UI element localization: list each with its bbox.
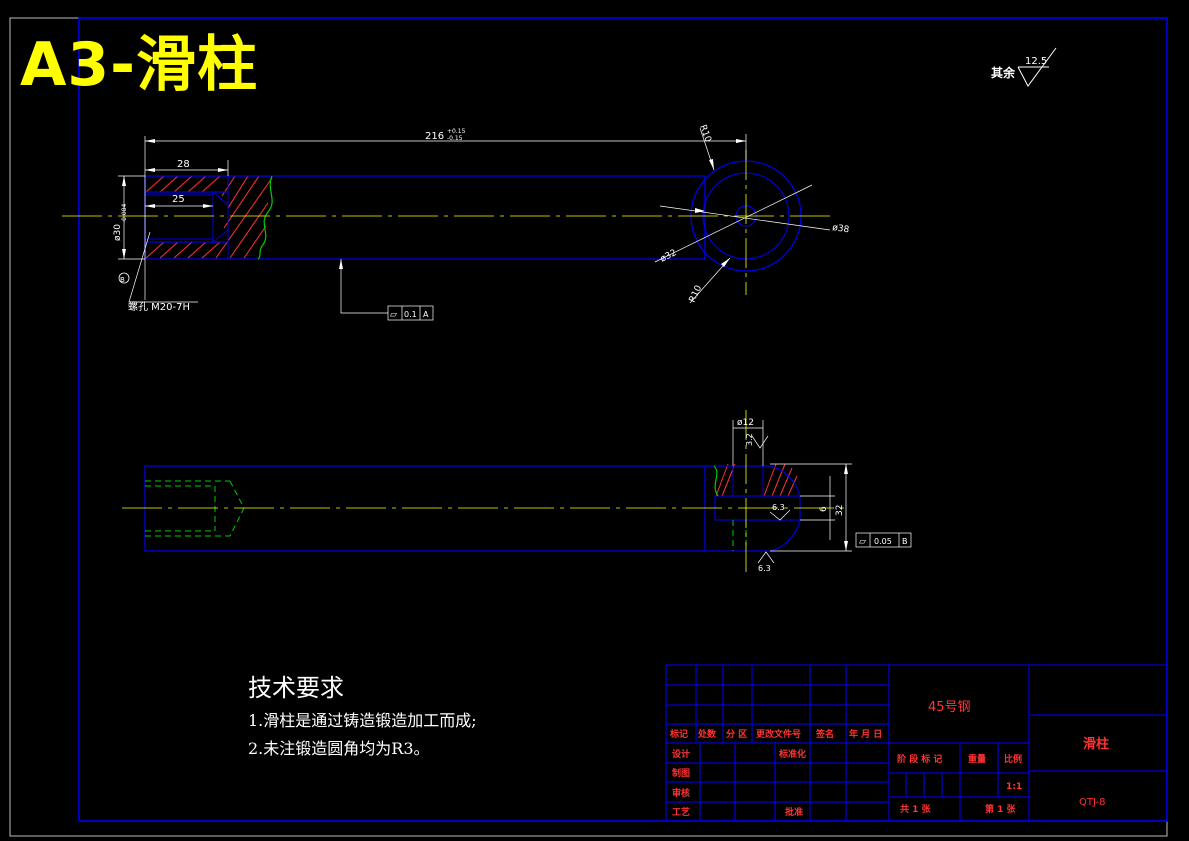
dim-width-6: 6 bbox=[819, 506, 829, 512]
dim-hole-dia: ø12 bbox=[737, 418, 754, 428]
tb-material: 45号钢 bbox=[928, 700, 971, 715]
title-block bbox=[665, 664, 1168, 822]
general-roughness-note: 其余 12.5 bbox=[991, 47, 1057, 87]
dim-shaft-dia: ø30 bbox=[113, 224, 123, 241]
roughness-value: 12.5 bbox=[1025, 56, 1047, 67]
dim-height-32: 32 bbox=[835, 505, 845, 516]
tb-part-name: 滑柱 bbox=[1083, 736, 1109, 752]
dim-drill-depth: 25 bbox=[172, 194, 185, 205]
tb-sheet-no: 第 1 张 bbox=[985, 803, 1017, 815]
top-view: 216 +0.15 -0.15 28 25 ø30 -0.084 B 螺孔 M2… bbox=[62, 124, 850, 321]
tb-drawing-no: QTJ-8 bbox=[1079, 797, 1106, 808]
roughness-top: 3.2 bbox=[745, 433, 754, 446]
section-hatch-top bbox=[145, 175, 273, 259]
tol-symbol-top: ⏥ bbox=[390, 310, 397, 320]
tol-datum-bottom: B bbox=[902, 537, 908, 546]
drawing-title: A3-滑柱 bbox=[20, 30, 259, 100]
thread-spec: 螺孔 M20-7H bbox=[128, 301, 190, 313]
tb-scale-label: 比例 bbox=[1004, 753, 1022, 765]
tol-value-bottom: 0.05 bbox=[874, 537, 892, 546]
tech-requirements-heading: 技术要求 bbox=[248, 674, 344, 702]
tolerance-frame-bottom: ⏥ 0.05 B bbox=[855, 532, 912, 548]
tb-standardize: 标准化 bbox=[778, 748, 806, 760]
roughness-bottom: 6.3 bbox=[758, 564, 771, 573]
tol-value-top: 0.1 bbox=[404, 310, 417, 319]
tb-scale-value: 1:1 bbox=[1006, 782, 1022, 792]
tb-mark: 标记 bbox=[669, 728, 688, 740]
tb-date: 年 月 日 bbox=[849, 728, 882, 740]
tb-review: 审核 bbox=[672, 787, 690, 799]
tech-requirement-1: 1.滑柱是通过铸造锻造加工而成; bbox=[248, 711, 477, 730]
drawing-border bbox=[78, 17, 1168, 822]
dim-dia-38: ø38 bbox=[832, 223, 850, 235]
tol-symbol-bottom: ⏥ bbox=[859, 537, 866, 547]
tb-design: 设计 bbox=[672, 748, 690, 760]
datum-b-mark: B bbox=[120, 276, 125, 284]
tb-process: 工艺 bbox=[672, 806, 690, 818]
tb-drafting: 制图 bbox=[672, 767, 690, 779]
tb-sign: 签名 bbox=[815, 728, 834, 740]
dim-overall-tol-upper: +0.15 bbox=[447, 128, 466, 135]
tb-zone: 分 区 bbox=[726, 728, 747, 740]
tol-datum-top: A bbox=[423, 310, 429, 319]
tb-approve: 批准 bbox=[785, 806, 803, 818]
tech-requirement-2: 2.未注锻造圆角均为R3。 bbox=[248, 739, 430, 758]
tb-count: 处数 bbox=[697, 728, 717, 740]
dim-shaft-dia-tol: -0.084 bbox=[121, 203, 128, 223]
dim-radius-bottom: R10 bbox=[688, 284, 705, 305]
dim-thread-depth: 28 bbox=[177, 159, 190, 170]
bottom-view: ø12 3.2 6.3 6.3 6 32 ⏥ 0.05 B bbox=[122, 410, 912, 575]
hidden-lines bbox=[145, 480, 747, 551]
tb-total-sheets: 共 1 张 bbox=[900, 803, 932, 815]
tolerance-frame-top: ⏥ 0.1 A bbox=[387, 305, 434, 321]
dim-overall-tol-lower: -0.15 bbox=[447, 135, 463, 142]
dim-overall-length: 216 bbox=[425, 131, 444, 142]
roughness-mid: 6.3 bbox=[772, 503, 785, 512]
roughness-label: 其余 bbox=[991, 65, 1016, 80]
tb-change-doc: 更改文件号 bbox=[756, 728, 801, 740]
tb-stage: 阶 段 标 记 bbox=[897, 753, 942, 765]
section-hatch-bottom bbox=[715, 463, 798, 497]
tb-weight: 重量 bbox=[968, 753, 986, 765]
dim-dia-32: ø32 bbox=[659, 248, 679, 265]
title-block-text: 标记 处数 分 区 更改文件号 签名 年 月 日 设计 标准化 制图 审核 工艺… bbox=[669, 700, 1109, 818]
